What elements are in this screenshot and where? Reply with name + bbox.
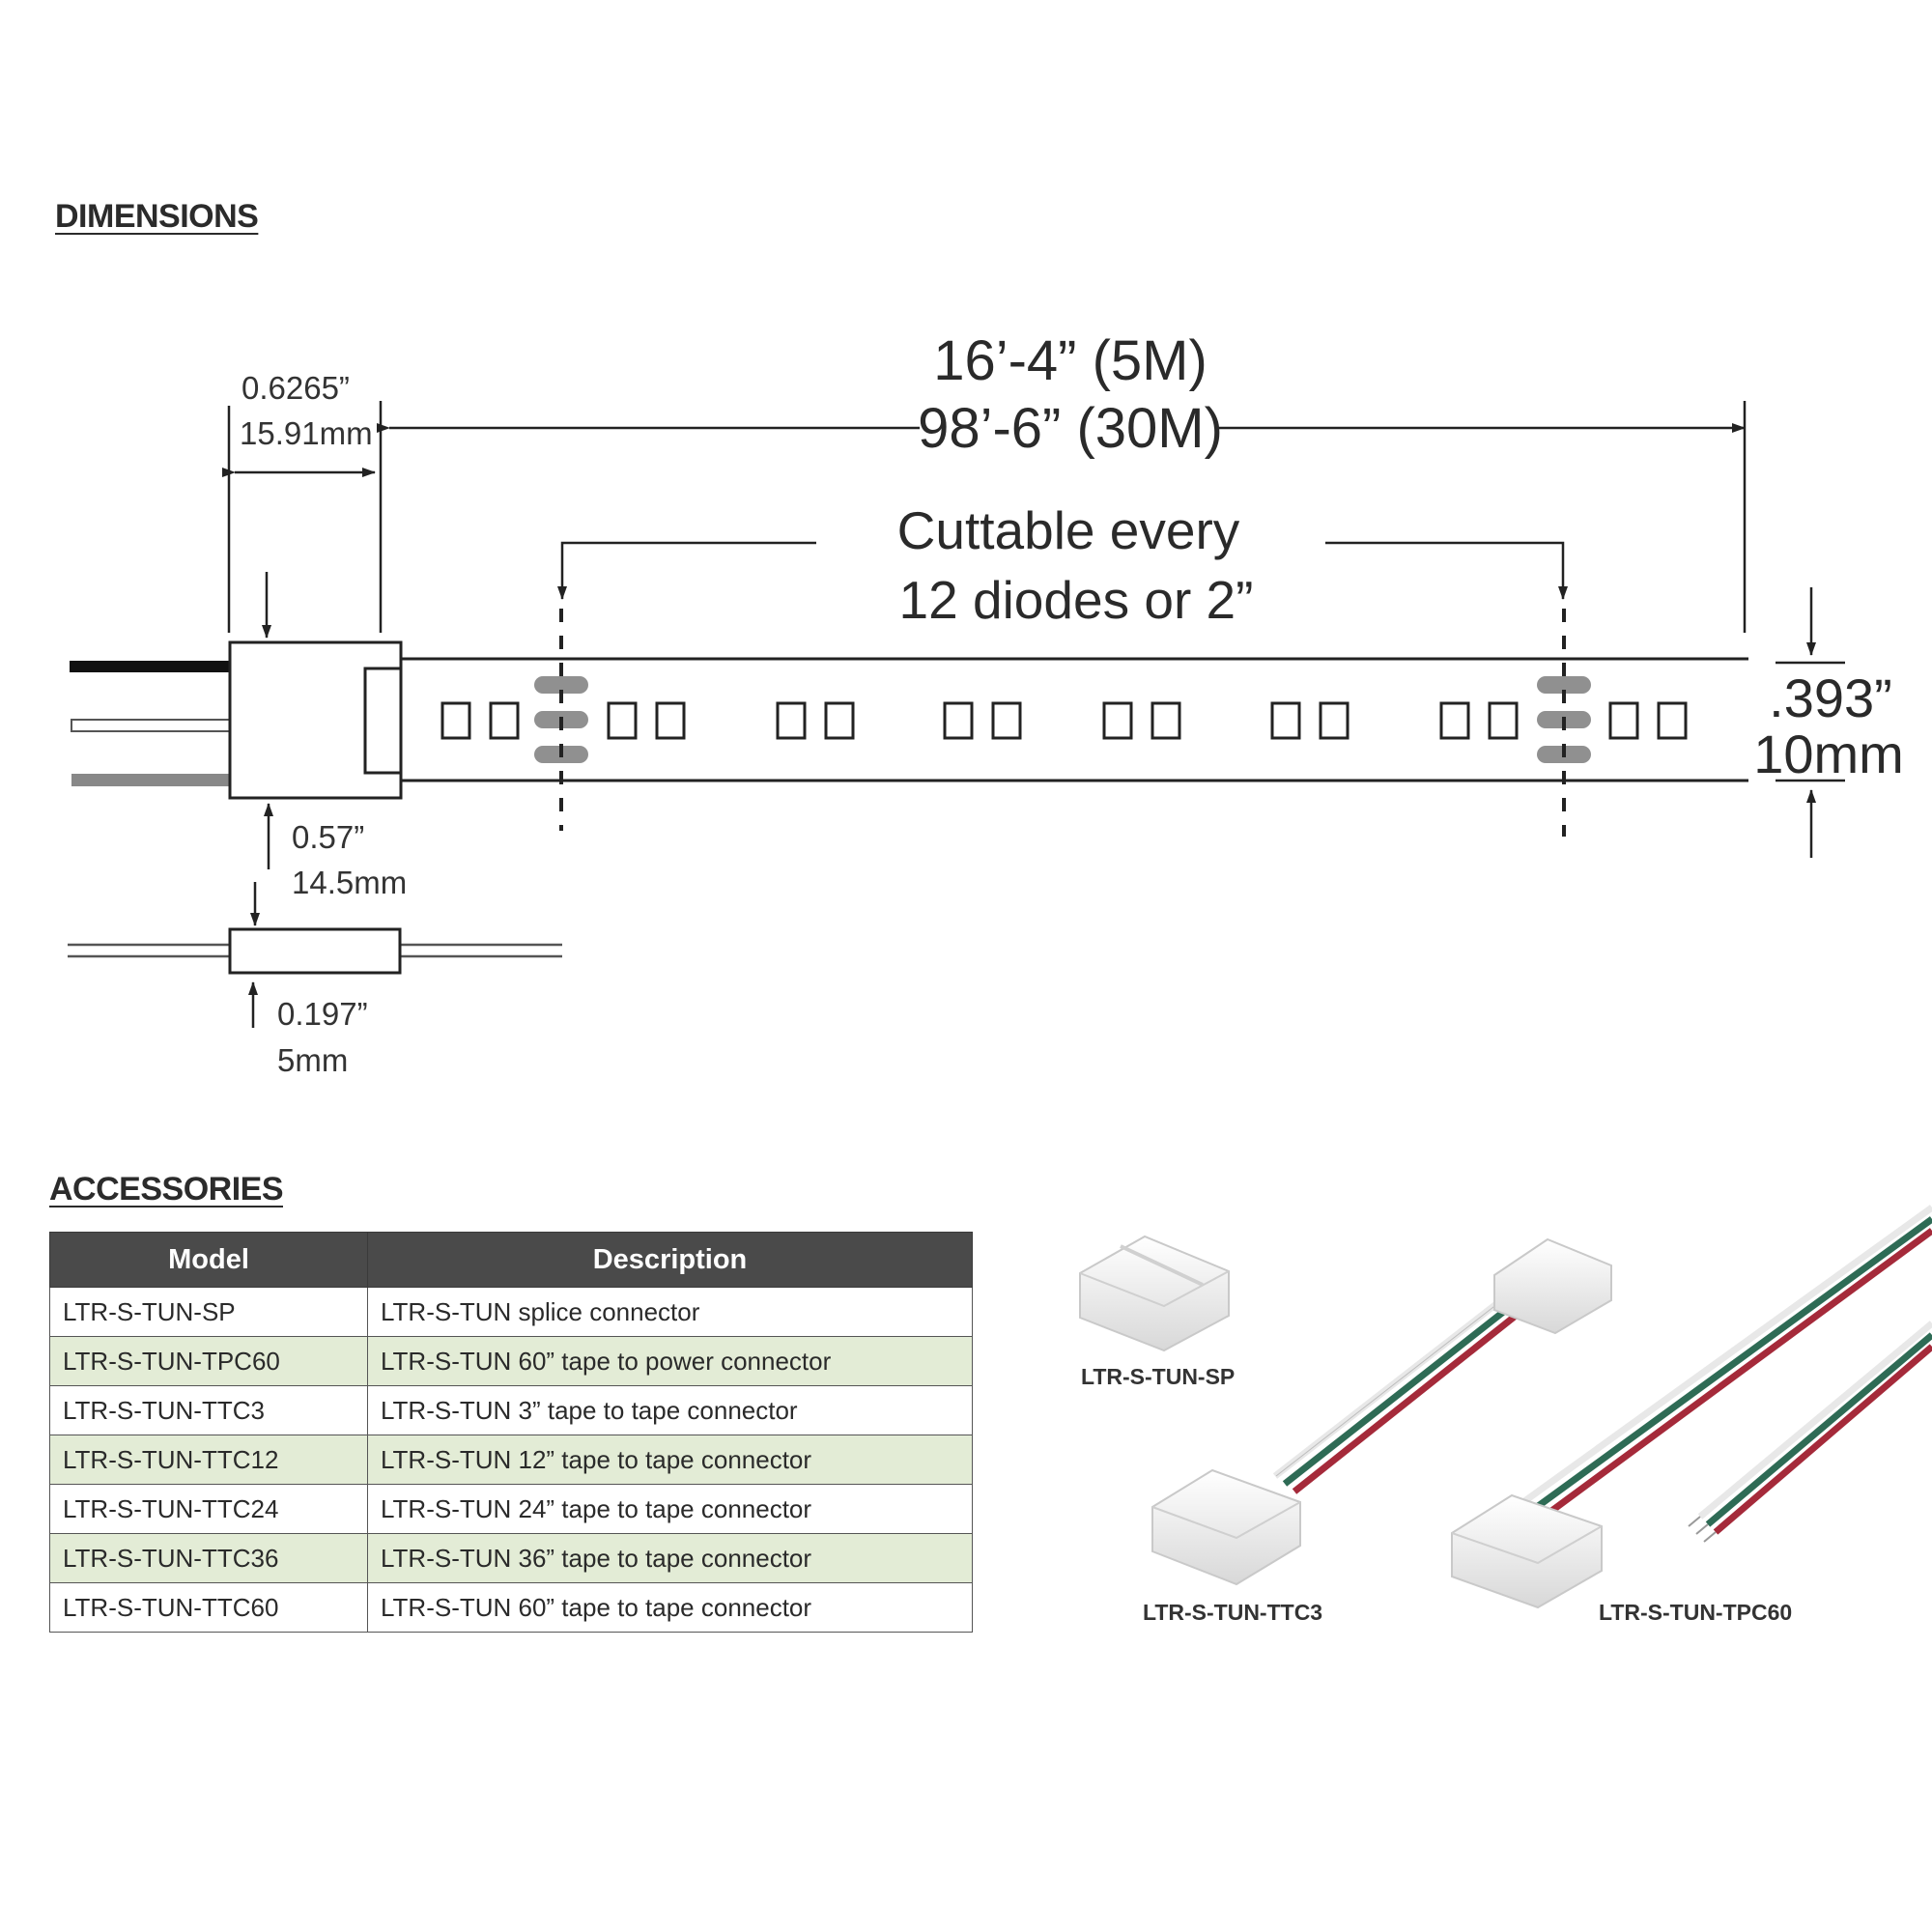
led-diode [1319, 701, 1350, 740]
tape-width-inches: .393” [1769, 668, 1892, 728]
description-cell: LTR-S-TUN 3” tape to tape connector [367, 1385, 973, 1435]
splice-connector-photo [1079, 1235, 1230, 1352]
strip-length-30m: 98’-6” (30M) [918, 397, 1223, 460]
connector-height-mm: 14.5mm [292, 865, 407, 900]
model-cell: LTR-S-TUN-SP [49, 1287, 368, 1337]
cut-point-left [534, 609, 588, 831]
tape-width-mm: 10mm [1753, 724, 1904, 784]
splice-connector-caption: LTR-S-TUN-SP [1081, 1364, 1236, 1389]
led-diode [991, 701, 1022, 740]
connector-width-inches: 0.6265” [242, 370, 350, 406]
tpc60-connector-photo [1451, 1205, 1932, 1609]
cut-note-line2: 12 diodes or 2” [899, 570, 1254, 630]
model-cell: LTR-S-TUN-TTC60 [49, 1582, 368, 1633]
description-cell: LTR-S-TUN 60” tape to power connector [367, 1336, 973, 1386]
led-diode [824, 701, 855, 740]
strip-length-5m: 16’-4” (5M) [933, 329, 1208, 392]
description-cell: LTR-S-TUN 12” tape to tape connector [367, 1435, 973, 1485]
connector-width-mm: 15.91mm [240, 415, 373, 451]
ttc3-connector-caption: LTR-S-TUN-TTC3 [1143, 1600, 1323, 1625]
led-diode [1608, 701, 1639, 740]
led-diode [1102, 701, 1133, 740]
connector-thickness-inches: 0.197” [277, 996, 368, 1032]
cut-note-line1: Cuttable every [897, 500, 1240, 560]
led-diode [943, 701, 974, 740]
tpc60-connector-caption: LTR-S-TUN-TPC60 [1599, 1600, 1793, 1625]
column-header-description: Description [367, 1232, 973, 1288]
led-diode [1270, 701, 1301, 740]
led-diode [489, 701, 520, 740]
accessories-heading: ACCESSORIES [49, 1171, 284, 1208]
ttc3-connector-photo [1151, 1237, 1612, 1586]
model-cell: LTR-S-TUN-TTC3 [49, 1385, 368, 1435]
description-cell: LTR-S-TUN splice connector [367, 1287, 973, 1337]
table-header-row: Model Description [49, 1232, 973, 1288]
led-diode [440, 701, 471, 740]
dimension-lines [222, 401, 1845, 1028]
led-diode [1657, 701, 1688, 740]
description-cell: LTR-S-TUN 24” tape to tape connector [367, 1484, 973, 1534]
column-header-model: Model [49, 1232, 368, 1288]
led-diode [776, 701, 807, 740]
lead-wires [70, 661, 231, 786]
side-view-connector [68, 927, 562, 975]
model-cell: LTR-S-TUN-TTC12 [49, 1435, 368, 1485]
led-diode [1488, 701, 1519, 740]
model-cell: LTR-S-TUN-TTC36 [49, 1533, 368, 1583]
led-diode [1151, 701, 1181, 740]
led-diode [655, 701, 686, 740]
description-cell: LTR-S-TUN 60” tape to tape connector [367, 1582, 973, 1633]
led-diodes [440, 701, 1688, 740]
cut-point-right [1537, 609, 1591, 837]
connector-thickness-mm: 5mm [277, 1042, 348, 1078]
model-cell: LTR-S-TUN-TTC24 [49, 1484, 368, 1534]
description-cell: LTR-S-TUN 36” tape to tape connector [367, 1533, 973, 1583]
led-diode [1439, 701, 1470, 740]
connector-clip [363, 667, 403, 775]
connector-height-inches: 0.57” [292, 819, 364, 855]
led-diode [607, 701, 638, 740]
dimensions-heading: DIMENSIONS [55, 198, 259, 235]
model-cell: LTR-S-TUN-TPC60 [49, 1336, 368, 1386]
